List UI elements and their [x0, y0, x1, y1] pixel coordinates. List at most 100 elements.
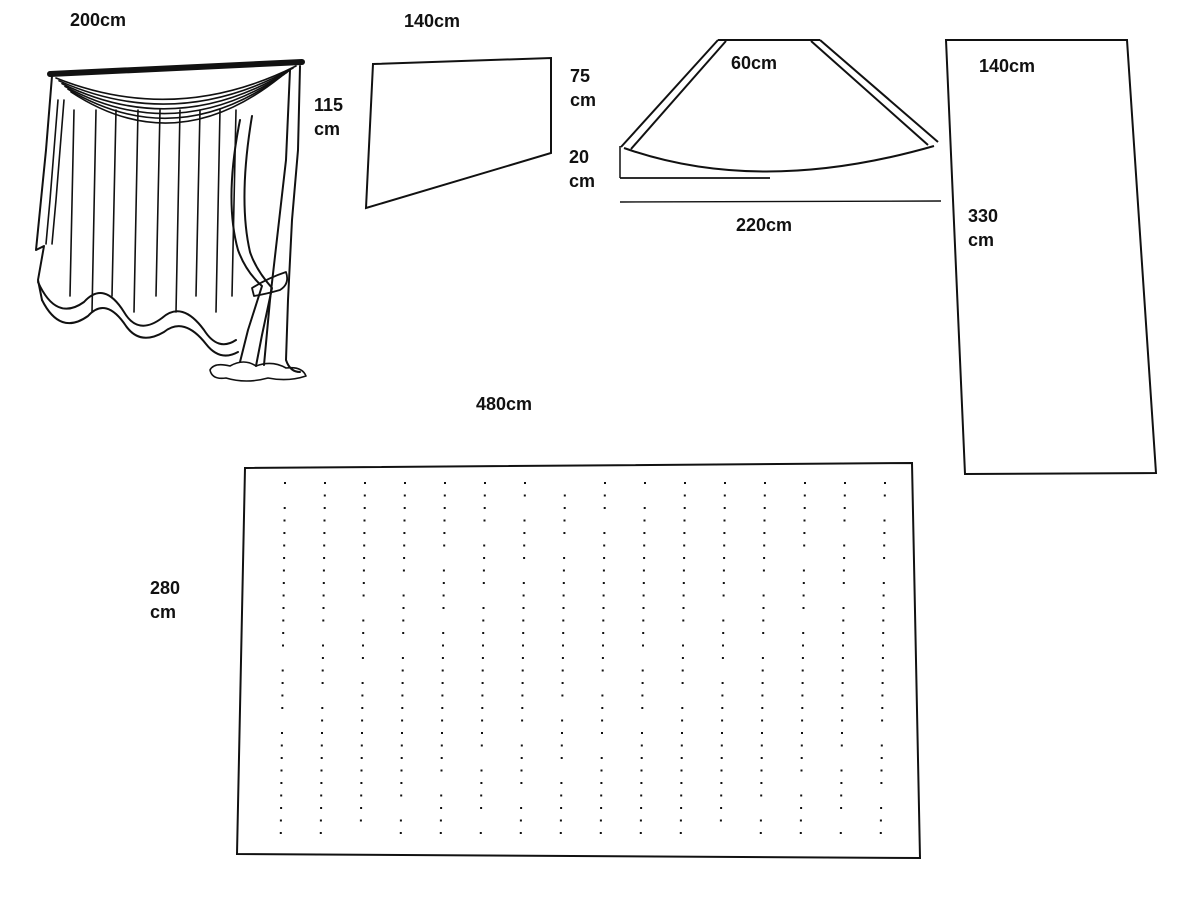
- gathering-mark: [320, 757, 323, 759]
- panel-b-height-label: 330 cm: [968, 206, 999, 250]
- gathering-mark: [563, 507, 566, 509]
- gathering-mark: [281, 707, 284, 709]
- curtain-pleat-line: [51, 99, 65, 245]
- gathering-mark: [720, 807, 723, 809]
- gathering-mark: [843, 557, 846, 559]
- gathering-mark: [763, 519, 766, 522]
- gathering-mark: [761, 682, 764, 684]
- gathering-mark: [479, 832, 482, 834]
- gathering-mark: [321, 719, 324, 722]
- gathering-mark: [521, 694, 524, 697]
- gathering-mark: [321, 707, 324, 709]
- gathering-mark: [761, 694, 764, 697]
- gathering-mark: [723, 532, 726, 534]
- curtain-swag-arc: [58, 67, 294, 105]
- gathering-mark: [682, 582, 685, 584]
- gathering-mark: [840, 782, 843, 784]
- gathering-mark: [880, 782, 883, 784]
- gathering-mark: [880, 769, 883, 772]
- gathering-mark: [521, 682, 524, 684]
- gathering-mark: [841, 657, 844, 659]
- gathering-mark: [721, 682, 724, 684]
- gathering-mark: [482, 582, 485, 584]
- curtain-illustration: [35, 59, 307, 382]
- gathering-mark: [362, 569, 365, 572]
- gathering-mark: [520, 757, 523, 759]
- gathering-mark: [883, 519, 886, 522]
- gathering-mark: [882, 594, 885, 597]
- gathering-mark: [883, 544, 886, 547]
- gathering-mark: [522, 632, 525, 634]
- gathering-mark: [803, 519, 806, 522]
- gathering-mark: [359, 819, 362, 822]
- panel-c-width-label: 480cm: [476, 394, 533, 414]
- gathering-mark: [602, 644, 604, 647]
- gathering-mark: [483, 507, 486, 509]
- gathering-mark: [481, 657, 484, 659]
- gathering-mark: [442, 632, 445, 634]
- gathering-mark: [482, 632, 485, 634]
- gathering-mark: [800, 794, 803, 797]
- gathering-mark: [880, 807, 883, 809]
- gathering-mark: [562, 619, 565, 622]
- gathering-mark: [683, 544, 686, 547]
- gathering-mark: [679, 819, 682, 822]
- gathering-mark: [280, 769, 283, 772]
- gathering-mark: [562, 569, 565, 572]
- gathering-mark: [523, 494, 526, 497]
- gathering-mark: [323, 532, 326, 534]
- gathering-mark: [642, 632, 645, 634]
- gathering-mark: [360, 807, 363, 809]
- gathering-mark: [484, 482, 486, 484]
- gathering-mark: [641, 682, 644, 684]
- gathering-mark: [483, 519, 486, 522]
- gathering-mark: [601, 719, 604, 722]
- gathering-mark: [602, 607, 605, 609]
- curtain-floor-puddle: [209, 361, 307, 382]
- gathering-mark: [360, 757, 363, 759]
- gathering-mark: [883, 494, 886, 497]
- gathering-mark: [839, 832, 842, 834]
- gathering-mark: [840, 744, 843, 747]
- gathering-mark: [402, 607, 405, 609]
- curtain-hem-fold: [41, 299, 239, 357]
- gathering-mark: [363, 494, 366, 497]
- gathering-mark: [321, 657, 324, 659]
- gathering-mark: [883, 532, 886, 534]
- gathering-mark: [360, 744, 363, 747]
- gathering-mark: [602, 594, 605, 597]
- gathering-mark: [284, 482, 286, 484]
- panel-a-width-label: 140cm: [404, 11, 461, 31]
- gathering-mark: [281, 669, 284, 672]
- gathering-mark: [759, 819, 762, 822]
- gathering-mark: [403, 494, 406, 497]
- gathering-mark: [763, 532, 766, 534]
- gathering-mark: [563, 557, 566, 559]
- gathering-mark: [282, 644, 284, 647]
- gathering-mark: [603, 557, 606, 559]
- gathering-mark: [803, 494, 806, 497]
- gathering-mark: [723, 494, 726, 497]
- gathering-mark: [882, 582, 885, 584]
- gathering-mark: [683, 519, 686, 522]
- gathering-mark: [522, 582, 525, 584]
- gathering-mark: [761, 719, 764, 722]
- gathering-mark: [319, 832, 322, 834]
- gathering-mark: [560, 757, 563, 759]
- curtain-swag-arc: [55, 65, 297, 101]
- gathering-mark: [604, 482, 606, 484]
- gathering-mark: [480, 769, 483, 772]
- gathering-mark: [804, 482, 806, 484]
- gathering-mark: [322, 569, 325, 572]
- gathering-mark: [320, 807, 323, 809]
- gathering-mark: [602, 569, 605, 572]
- gathering-mark: [522, 607, 525, 609]
- gathering-mark: [481, 694, 484, 697]
- gathering-mark: [279, 819, 282, 822]
- curtain-pleat-line: [215, 109, 221, 313]
- curtain-right-tail: [285, 65, 301, 373]
- gathering-mark: [563, 519, 566, 522]
- gathering-mark: [320, 744, 323, 747]
- gathering-mark: [360, 794, 363, 797]
- gathering-mark: [519, 832, 522, 834]
